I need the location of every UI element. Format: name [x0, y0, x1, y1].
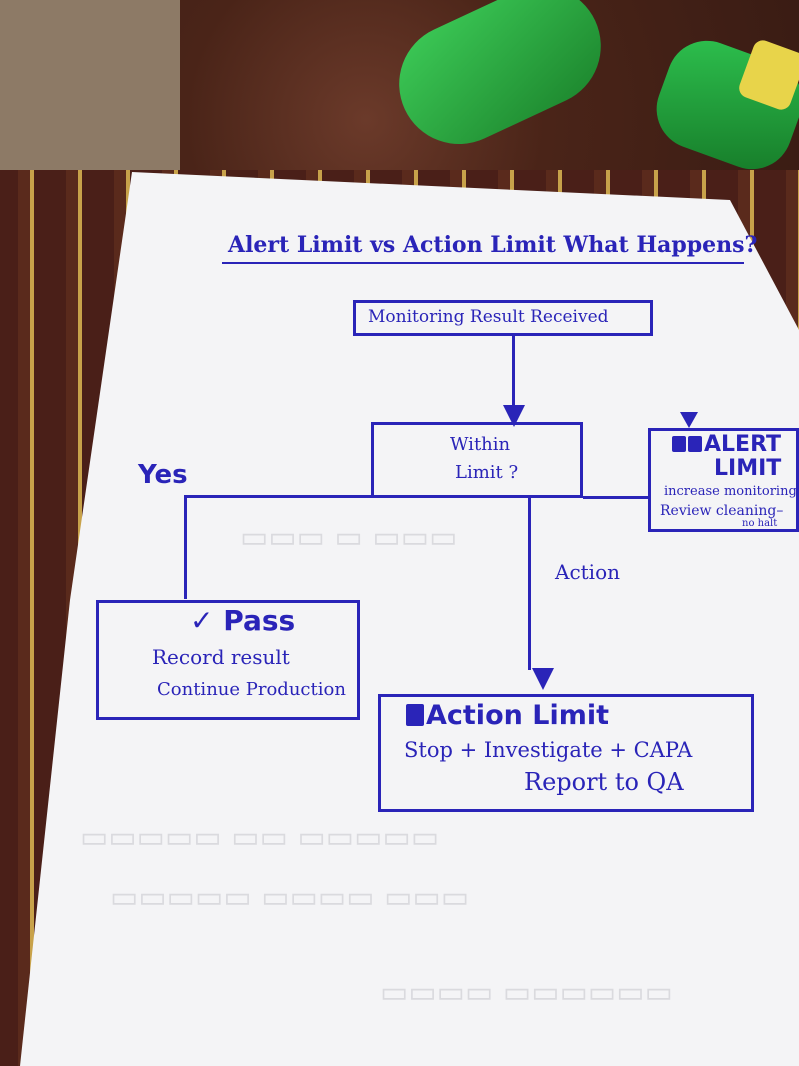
pass-title: ✓ Pass	[190, 604, 295, 637]
square-bullet-icon	[688, 436, 702, 452]
checkmark-icon: ✓	[190, 604, 214, 637]
show-through-texture: ▭▭▭▭▭ ▭▭ ▭▭▭▭▭	[80, 820, 440, 855]
decision-label-line2: Limit ?	[455, 462, 519, 483]
show-through-texture: ▭▭▭ ▭ ▭▭▭	[240, 520, 458, 555]
show-through-texture: ▭▭▭ ▭▭▭▭ ▭▭▭▭▭	[110, 880, 470, 915]
action-line2: Report to QA	[524, 768, 684, 796]
alert-title-line1: ALERT	[672, 432, 781, 457]
alert-title-line2: LIMIT	[714, 456, 782, 481]
start-node	[353, 300, 653, 336]
action-title-text: Action Limit	[426, 700, 609, 731]
pass-node	[96, 600, 360, 720]
title-underline	[222, 262, 744, 264]
arrowhead-action	[532, 668, 554, 690]
connector-decision-alert	[583, 496, 649, 499]
decision-node	[371, 422, 583, 498]
action-line1: Stop + Investigate + CAPA	[404, 738, 693, 762]
alert-detail-line3: no halt	[742, 518, 778, 529]
show-through-texture: ▭▭▭▭▭▭ ▭▭▭▭	[380, 975, 673, 1010]
arrowhead-decision	[503, 405, 525, 427]
edge-label-yes: Yes	[138, 460, 188, 490]
pass-title-text: Pass	[223, 604, 296, 637]
connector-yes-vertical	[184, 495, 187, 599]
square-bullet-icon	[406, 704, 424, 726]
square-bullet-icon	[672, 436, 686, 452]
alert-title-text: ALERT	[704, 432, 782, 457]
diagram-title: Alert Limit vs Action Limit What Happens…	[228, 232, 758, 258]
arrowhead-alert	[680, 412, 698, 428]
action-title: Action Limit	[406, 700, 609, 731]
connector-yes-horizontal	[184, 495, 372, 498]
alert-detail-line1: increase monitoring	[664, 484, 797, 499]
alert-detail-line2: Review cleaning–	[660, 503, 784, 519]
action-limit-node	[378, 694, 754, 812]
connector-action	[528, 498, 531, 670]
decision-label-line1: Within	[450, 434, 511, 455]
alert-limit-node	[648, 428, 799, 532]
edge-label-action: Action	[555, 560, 620, 584]
start-node-label: Monitoring Result Received	[368, 307, 609, 327]
pass-line1: Record result	[152, 645, 290, 669]
pass-line2: Continue Production	[157, 679, 346, 700]
connector-start-decision	[512, 336, 515, 408]
